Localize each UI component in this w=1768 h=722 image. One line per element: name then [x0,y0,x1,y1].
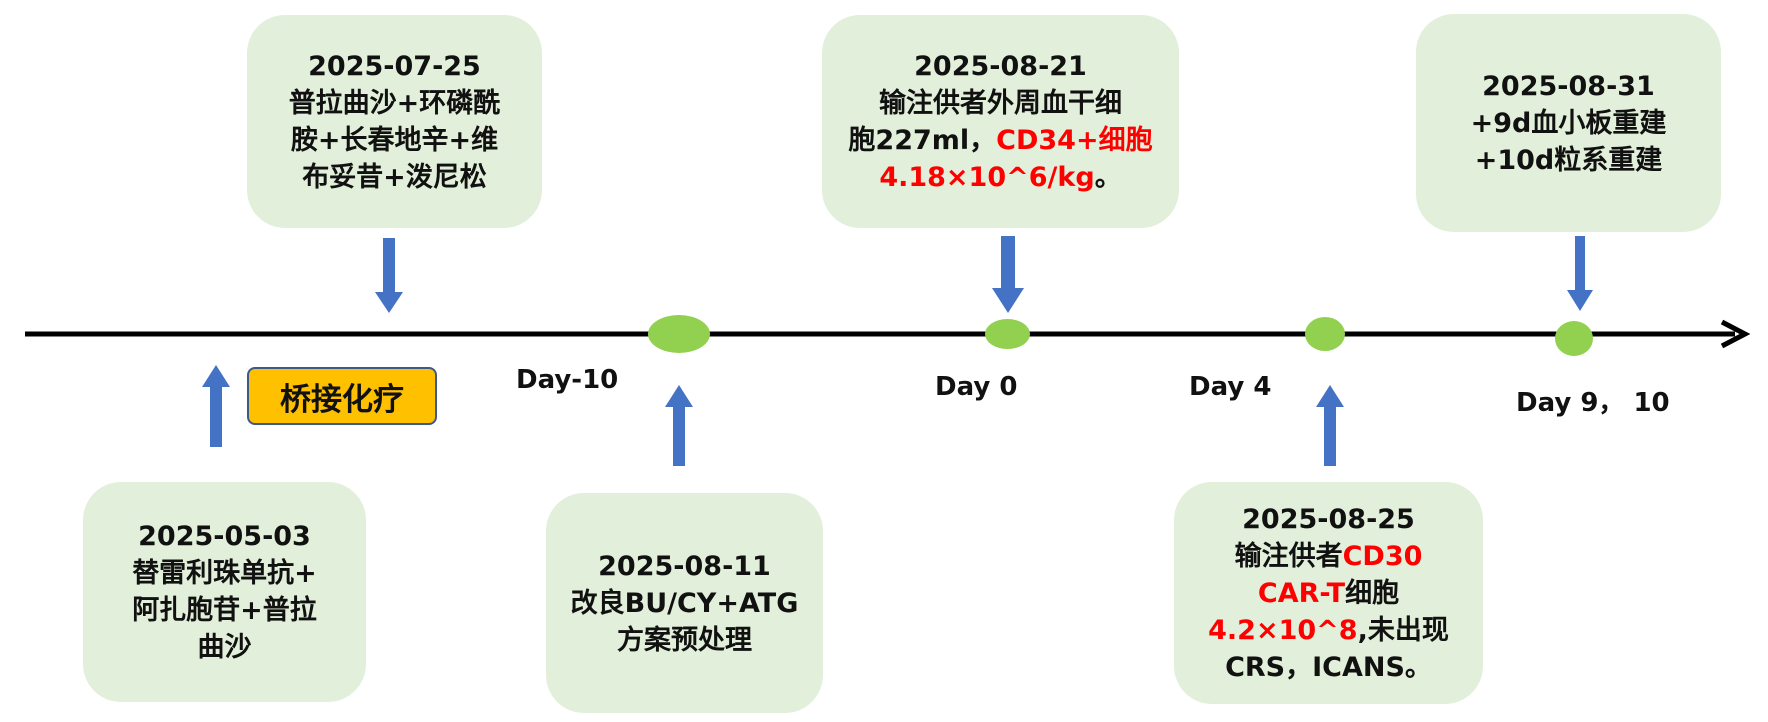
event-date: 2025-05-03 [138,521,311,552]
arrow-up-icon [665,385,693,466]
event-date: 2025-08-31 [1482,70,1655,102]
event-box-2025-08-31: 2025-08-31 +9d血小板重建 +10d粒系重建 [1416,14,1721,232]
event-box-2025-07-25: 2025-07-25 普拉曲沙+环磷酰 胺+长春地辛+维 布妥昔+泼尼松 [247,15,542,228]
event-text-line: 胞227ml，CD34+细胞 [848,124,1153,156]
timeline-dot-day-9-10 [1555,321,1593,356]
timeline-dot-day-4 [1305,317,1345,351]
event-box-2025-05-03: 2025-05-03 替雷利珠单抗+ 阿扎胞苷+普拉 曲沙 [83,482,366,702]
event-text-line: +9d血小板重建 [1470,107,1667,139]
event-text-line: 普拉曲沙+环磷酰 [288,87,501,119]
event-text-line: 曲沙 [197,632,252,663]
event-date: 2025-08-25 [1242,503,1415,535]
event-box-2025-08-11: 2025-08-11 改良BU/CY+ATG 方案预处理 [546,493,823,713]
arrow-down-icon [992,236,1024,313]
event-text-line: 胺+长春地辛+维 [290,124,499,156]
event-text-line: 4.18×10^6/kg。 [879,161,1122,193]
timeline-dot-day-minus-10 [648,315,710,353]
day-label-minus-10: Day-10 [516,365,619,395]
day-label-4: Day 4 [1189,372,1272,402]
event-text-line: +10d粒系重建 [1474,144,1663,176]
event-date: 2025-08-21 [914,50,1087,82]
event-box-2025-08-25: 2025-08-25 输注供者CD30 CAR-T细胞 4.2×10^8,未出现… [1174,482,1483,704]
axis-arrowhead-icon [1720,319,1751,349]
arrow-down-icon [375,238,403,313]
day-label-9-10: Day 9， 10 [1516,388,1670,418]
event-text-line: CRS，ICANS。 [1225,651,1432,683]
event-date: 2025-07-25 [308,50,481,82]
event-text-line: 阿扎胞苷+普拉 [132,595,317,626]
event-text-line: 替雷利珠单抗+ [132,558,317,589]
event-text-line: 布妥昔+泼尼松 [302,161,487,193]
event-date: 2025-08-11 [598,550,771,582]
event-text-line: CAR-T细胞 [1257,577,1400,609]
event-box-2025-08-21: 2025-08-21 输注供者外周血干细 胞227ml，CD34+细胞 4.18… [822,15,1179,228]
arrow-up-icon [202,365,230,447]
event-text-line: 改良BU/CY+ATG [570,587,799,619]
event-text-line: 输注供者外周血干细 [879,87,1122,119]
event-text-line: 方案预处理 [617,624,752,656]
arrow-down-icon [1567,236,1593,311]
bridging-chemo-tag: 桥接化疗 [247,367,437,425]
arrow-up-icon [1316,385,1344,466]
timeline-dot-day-0 [985,319,1030,349]
day-label-0: Day 0 [935,372,1018,402]
event-text-line: 输注供者CD30 [1234,540,1423,572]
event-text-line: 4.2×10^8,未出现 [1208,614,1449,646]
